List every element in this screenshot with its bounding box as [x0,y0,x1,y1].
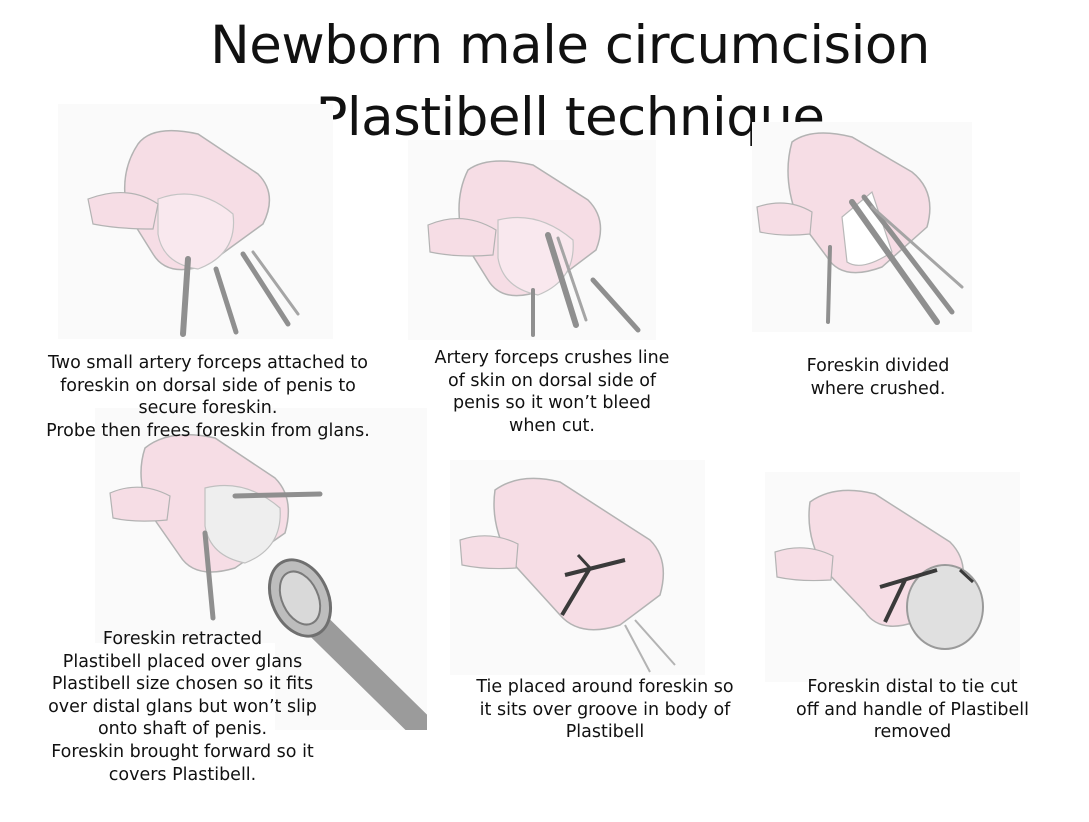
caption-step-6: Foreskin distal to tie cut off and handl… [780,676,1045,744]
caption-line: foreskin on dorsal side of penis to [60,375,356,396]
caption-line: Foreskin brought forward so it [51,741,314,762]
caption-step-4: Foreskin retracted Plastibell placed ove… [40,628,325,786]
caption-line: Two small artery forceps attached to [48,353,368,373]
caption-line: Plastibell placed over glans [62,651,303,672]
caption-line: Plastibell size chosen so it fits [51,674,314,695]
caption-line: Plastibell [565,722,645,743]
caption-step-1: Two small artery forceps attached to for… [40,352,376,442]
caption-line: Foreskin divided [806,356,950,376]
caption-line: over distal glans but won’t slip [48,696,317,717]
caption-line: removed [873,722,952,743]
caption-line: Artery forceps crushes line [434,348,670,368]
illustration-step-5 [450,460,705,675]
caption-line: Foreskin distal to tie cut [807,677,1018,697]
caption-line: it sits over groove in body of [479,699,731,720]
caption-line: penis so it won’t bleed [453,393,651,414]
page-title-line-1: Newborn male circumcision [210,15,930,76]
caption-line: of skin on dorsal side of [447,370,657,391]
illustration-step-1 [58,104,333,339]
caption-line: where crushed. [810,378,946,399]
caption-line: Probe then frees foreskin from glans. [46,420,370,441]
illustration-step-4 [95,408,427,730]
caption-line: covers Plastibell. [108,764,257,785]
illustration-step-6 [765,472,1020,682]
caption-line: Tie placed around foreskin so [476,677,734,697]
caption-step-3: Foreskin divided where crushed. [778,355,978,400]
caption-line: off and handle of Plastibell [795,699,1030,720]
plastibell-device-icon [268,558,427,730]
caption-step-5: Tie placed around foreskin so it sits ov… [465,676,745,744]
caption-step-2: Artery forceps crushes line of skin on d… [424,347,680,437]
page-title-line-2: Plastibell technique [315,87,825,148]
caption-line: Foreskin retracted [102,629,263,649]
caption-line: when cut. [509,415,595,436]
illustration-step-2 [408,140,656,340]
illustration-step-3 [752,122,972,332]
caption-line: onto shaft of penis. [97,719,268,740]
caption-line: secure foreskin. [138,398,278,419]
